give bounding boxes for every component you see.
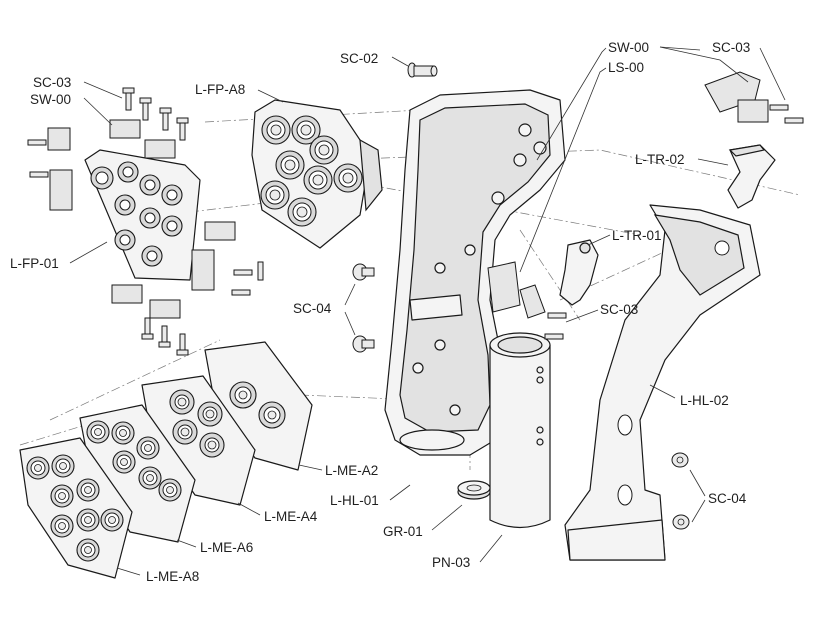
l-me-a8-plate — [19, 437, 133, 579]
leader-lines — [69, 46, 786, 576]
label-l-tr-01: L-TR-01 — [612, 228, 662, 243]
label-gr-01: GR-01 — [383, 524, 423, 539]
part-labels: SC-02 SW-00 LS-00 SC-03 SC-03 SW-00 L-FP… — [10, 40, 750, 584]
l-hl-01-handle-shell — [384, 89, 566, 456]
label-sc-03-top-left: SC-03 — [33, 75, 71, 90]
l-hl-02-handle-half — [564, 204, 761, 561]
label-sw-00-left: SW-00 — [30, 92, 71, 107]
sw-00-switches-left — [47, 119, 236, 319]
l-tr-01-trigger — [559, 239, 599, 306]
l-me-a4-plate — [141, 375, 256, 506]
label-l-me-a4: L-ME-A4 — [264, 509, 318, 524]
l-fp-01-front-plate — [84, 149, 201, 281]
label-sw-00-top: SW-00 — [608, 40, 649, 55]
l-tr-02-trigger — [727, 144, 776, 209]
sc-03-screws-left — [27, 87, 264, 356]
label-sc-03-top-right: SC-03 — [712, 40, 750, 55]
pn-03-tube — [489, 332, 551, 529]
sc-02-screw — [407, 62, 438, 78]
label-l-me-a8: L-ME-A8 — [146, 569, 199, 584]
gr-01-grommet — [457, 480, 491, 500]
label-sc-04-mid: SC-04 — [293, 301, 332, 316]
label-l-me-a2: L-ME-A2 — [325, 463, 378, 478]
label-l-fp-01: L-FP-01 — [10, 256, 59, 271]
label-pn-03: PN-03 — [432, 555, 470, 570]
label-sc-04-right: SC-04 — [708, 491, 747, 506]
label-l-me-a6: L-ME-A6 — [200, 540, 253, 555]
label-ls-00: LS-00 — [608, 60, 644, 75]
label-l-hl-01: L-HL-01 — [330, 493, 379, 508]
l-fp-a8-buttons — [260, 115, 363, 227]
label-sc-03-mid: SC-03 — [600, 302, 638, 317]
sc-04-screws-mid — [352, 263, 375, 353]
l-fp-a8-plate — [251, 99, 383, 249]
sc-04-screws-right — [671, 452, 690, 530]
l-fp-01-button-holes — [90, 161, 183, 267]
label-l-hl-02: L-HL-02 — [680, 393, 729, 408]
label-l-fp-a8: L-FP-A8 — [195, 82, 245, 97]
label-sc-02: SC-02 — [340, 51, 378, 66]
label-l-tr-02: L-TR-02 — [635, 152, 685, 167]
sw-00-switch-block-right — [487, 71, 804, 340]
